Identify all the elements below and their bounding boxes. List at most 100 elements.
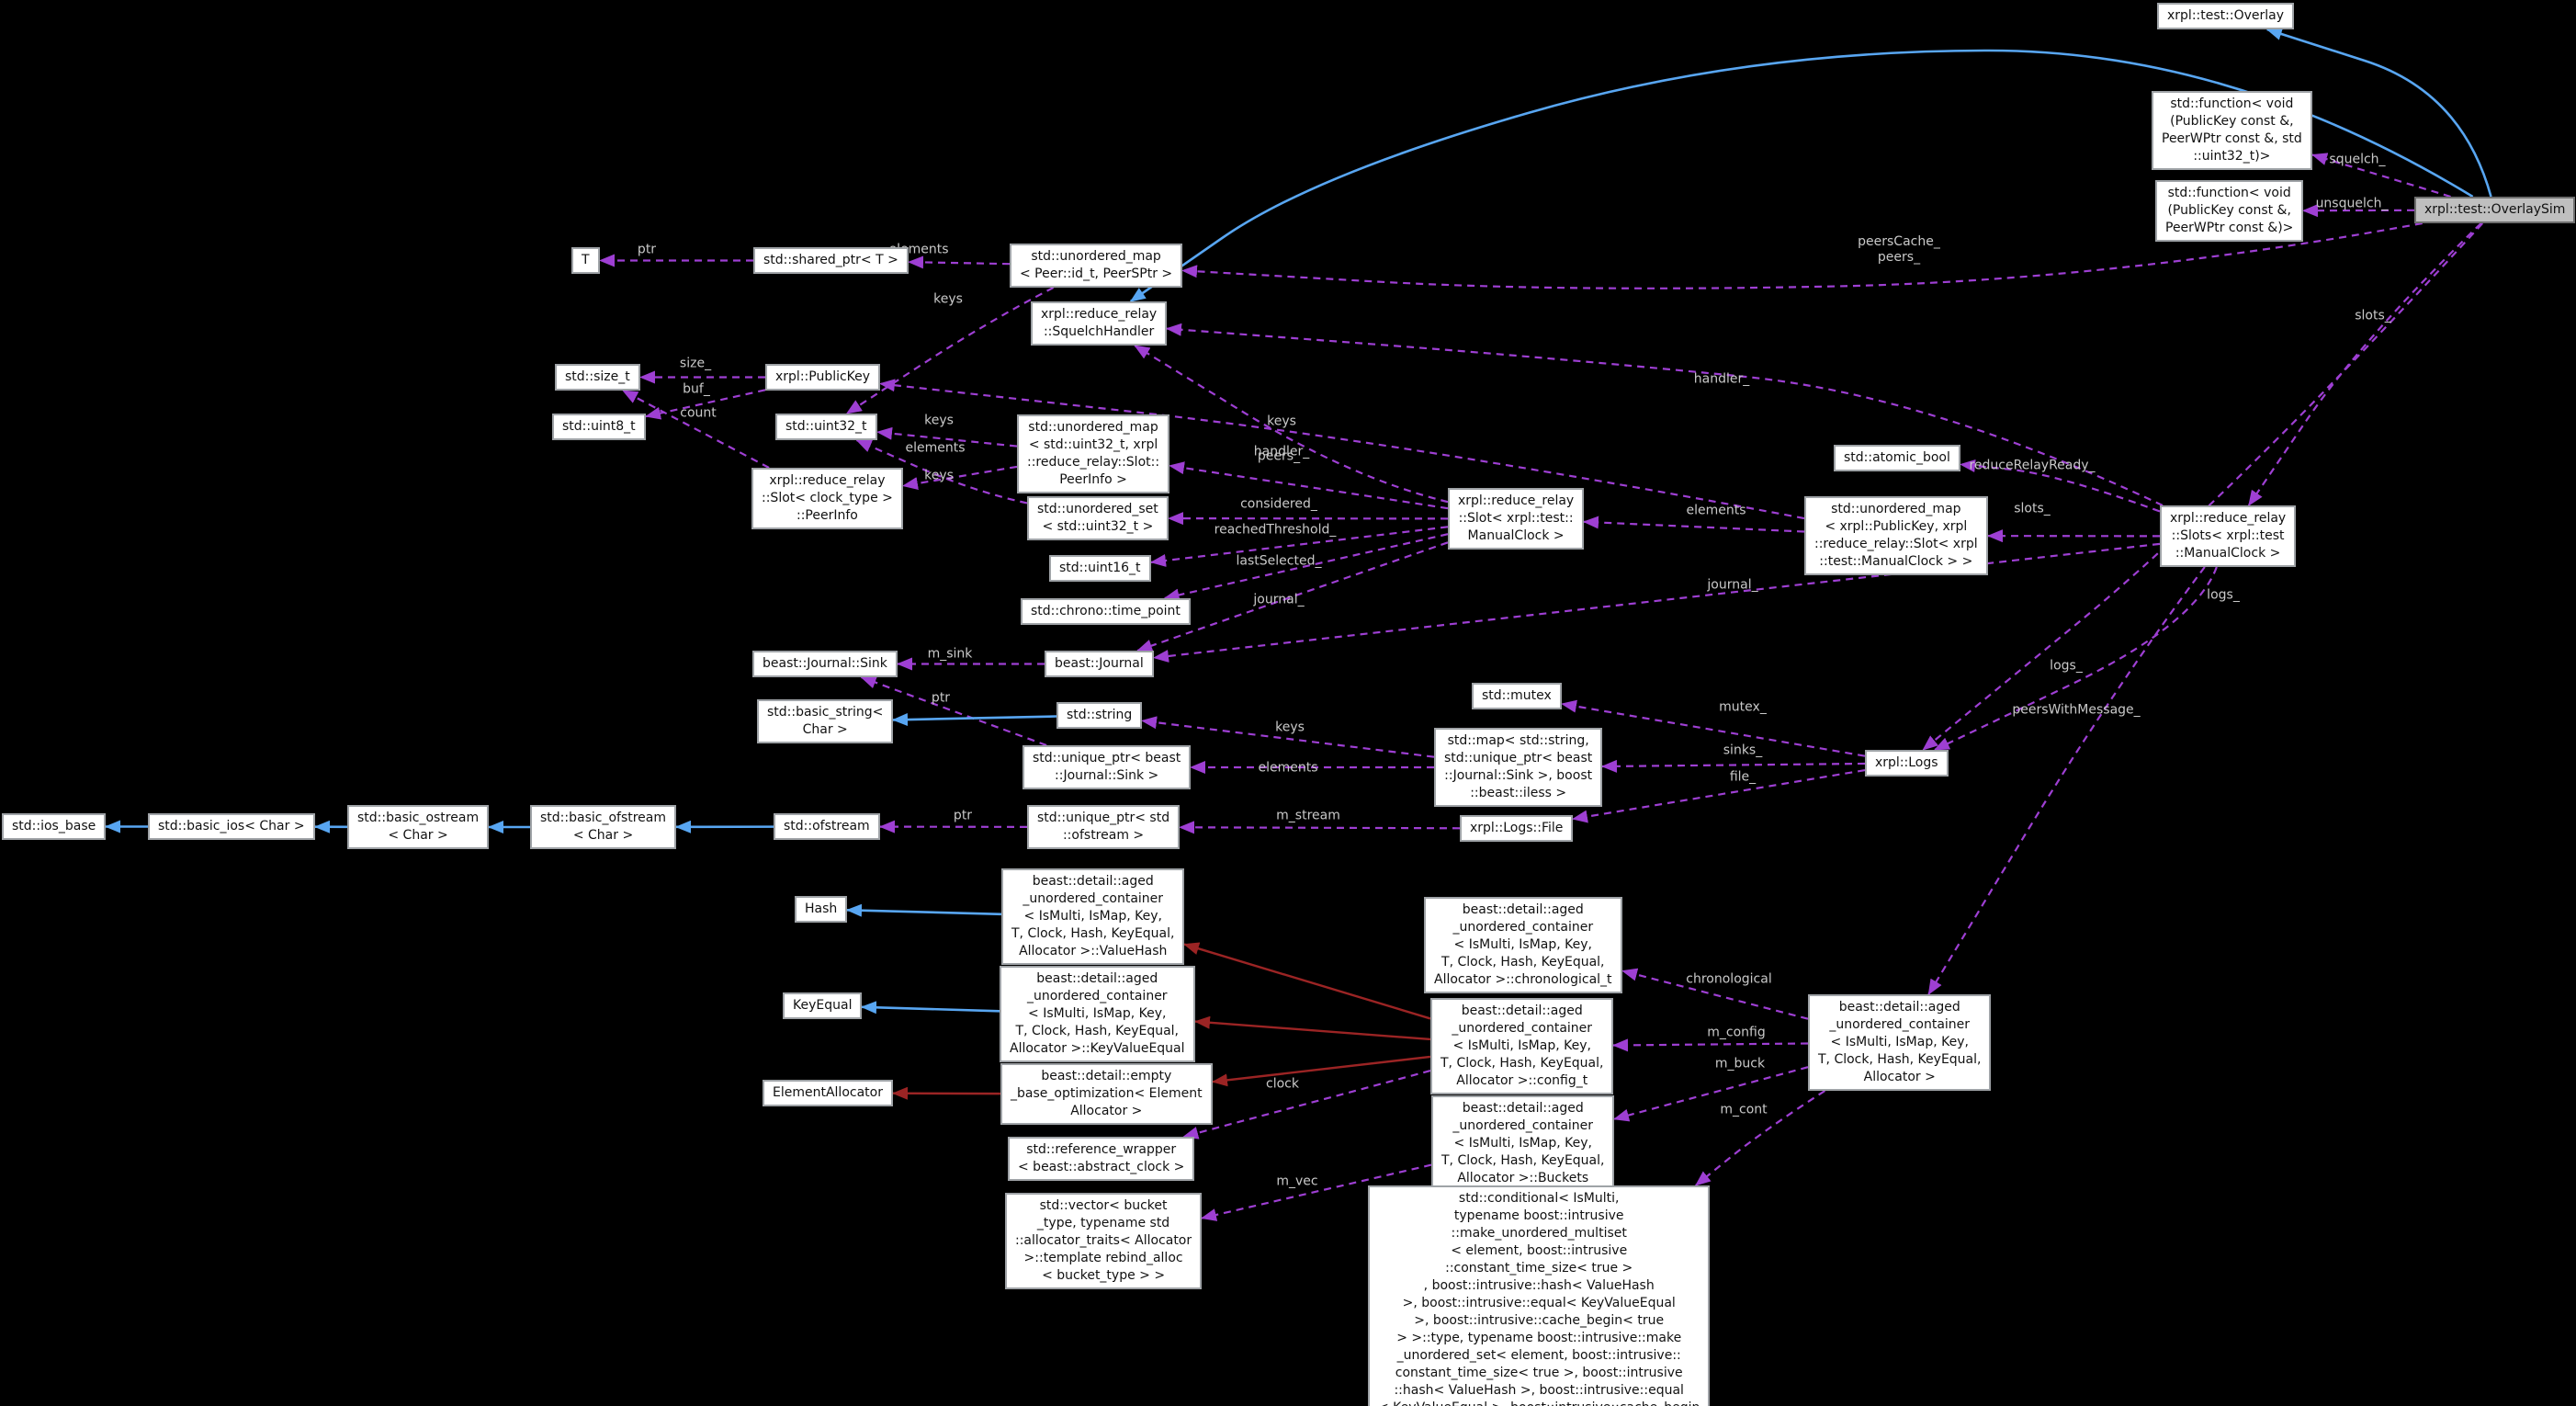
node-basic_ofstream[interactable]: std::basic_ofstream< Char >	[530, 805, 677, 849]
node-label-line: std::function< void	[2167, 186, 2291, 200]
edge-label-mconfig: m_config	[1707, 1025, 1766, 1040]
node-keyequal[interactable]: KeyEqual	[783, 992, 863, 1019]
node-ebo[interactable]: beast::detail::empty_base_optimization< …	[1000, 1063, 1213, 1125]
node-basic_ios[interactable]: std::basic_ios< Char >	[148, 813, 315, 840]
node-label-line: std::basic_string<	[767, 705, 884, 720]
node-uint32_t[interactable]: std::uint32_t	[775, 414, 877, 440]
node-aged[interactable]: beast::detail::aged_unordered_container<…	[1808, 994, 1992, 1091]
node-label-line: std::shared_ptr< T >	[763, 253, 898, 267]
node-shared_ptr[interactable]: std::shared_ptr< T >	[753, 247, 909, 274]
node-label-line: std::basic_ofstream	[540, 811, 667, 825]
node-sink[interactable]: beast::Journal::Sink	[752, 651, 898, 677]
edge-map_string_sink-string	[1141, 716, 1435, 758]
node-config[interactable]: beast::detail::aged_unordered_container<…	[1430, 998, 1614, 1094]
edge-slot_manual-journal	[1136, 541, 1449, 652]
node-label-line: ManualClock >	[1467, 528, 1565, 543]
edge-label-journal: journal_	[1253, 592, 1305, 607]
node-hash[interactable]: Hash	[795, 896, 848, 923]
node-logsfile[interactable]: xrpl::Logs::File	[1460, 815, 1574, 842]
edge-label-elements: elements	[1258, 760, 1318, 776]
edge-logs-logsfile	[1572, 769, 1866, 823]
node-label-line: std::reference_wrapper	[1026, 1142, 1177, 1157]
node-keyvalueequal[interactable]: beast::detail::aged_unordered_container<…	[1000, 966, 1195, 1062]
node-ios_base[interactable]: std::ios_base	[2, 813, 107, 840]
node-label-line: std::chrono::time_point	[1031, 604, 1181, 618]
node-label-line: _unordered_container	[1829, 1017, 1971, 1032]
node-label-line: Allocator >	[1863, 1070, 1936, 1084]
node-peerinfo[interactable]: xrpl::reduce_relay::Slot< clock_type >::…	[751, 468, 903, 529]
edge-label-keys: keys	[1267, 414, 1296, 429]
node-label-line: beast::detail::empty	[1041, 1069, 1172, 1083]
node-fn_squelch[interactable]: std::function< void(PublicKey const &,Pe…	[2152, 91, 2312, 170]
node-label-line: ::Journal::Sink >	[1055, 768, 1159, 783]
node-map_pk_slot[interactable]: std::unordered_map< xrpl::PublicKey, xrp…	[1804, 496, 1988, 575]
node-buckets[interactable]: beast::detail::aged_unordered_container<…	[1431, 1095, 1615, 1192]
edge-label-keys: keys	[924, 413, 954, 428]
edge-overlaysim-squelchhandler	[1129, 49, 2474, 303]
node-squelchhandler[interactable]: xrpl::reduce_relay::SquelchHandler	[1031, 301, 1168, 346]
node-map_string_sink[interactable]: std::map< std::string,std::unique_ptr< b…	[1434, 728, 1603, 807]
edge-label-mbuck: m_buck	[1714, 1056, 1766, 1072]
node-logs[interactable]: xrpl::Logs	[1865, 750, 1949, 777]
node-map_peer[interactable]: std::unordered_map< Peer::id_t, PeerSPtr…	[1010, 244, 1183, 288]
node-label-line: beast::detail::aged	[1461, 1003, 1583, 1018]
node-journal[interactable]: beast::Journal	[1045, 651, 1154, 677]
node-overlay[interactable]: xrpl::test::Overlay	[2157, 3, 2294, 29]
node-overlaysim[interactable]: xrpl::test::OverlaySim	[2414, 197, 2576, 223]
edge-overlaysim-fn_squelch	[2311, 153, 2451, 198]
node-size_t[interactable]: std::size_t	[555, 364, 640, 391]
edge-string-basic_string	[892, 713, 1057, 727]
node-label-line: ::reduce_relay::Slot::	[1027, 455, 1160, 470]
edge-label-elements: elements	[1686, 503, 1746, 518]
node-uint16_t[interactable]: std::uint16_t	[1049, 555, 1151, 582]
node-basic_ostream[interactable]: std::basic_ostream< Char >	[347, 805, 490, 849]
node-uptr_sink[interactable]: std::unique_ptr< beast::Journal::Sink >	[1022, 745, 1192, 789]
node-label-line: ::ofstream >	[1062, 828, 1145, 843]
node-atomic_bool[interactable]: std::atomic_bool	[1834, 445, 1960, 471]
edge-config-ebo	[1212, 1055, 1431, 1087]
edge-slot_manual-timepoint	[1163, 533, 1449, 602]
node-label-line: < IsMulti, IsMap, Key,	[1023, 909, 1162, 924]
node-label-line: > >::type, typename boost::intrusive::ma…	[1396, 1331, 1682, 1345]
node-refwrap[interactable]: std::reference_wrapper< beast::abstract_…	[1008, 1137, 1195, 1181]
edge-label-elements: elements	[905, 440, 966, 456]
node-slot_manual[interactable]: xrpl::reduce_relay::Slot< xrpl::test::Ma…	[1448, 488, 1585, 550]
node-elementallocator[interactable]: ElementAllocator	[763, 1080, 893, 1106]
node-label-line: Allocator >::Buckets	[1457, 1171, 1589, 1185]
node-string[interactable]: std::string	[1056, 702, 1143, 729]
node-valuehash[interactable]: beast::detail::aged_unordered_container<…	[1001, 868, 1185, 965]
node-fn_unsquelch[interactable]: std::function< void(PublicKey const &,Pe…	[2155, 180, 2304, 242]
node-ofstream[interactable]: std::ofstream	[774, 813, 880, 840]
node-label-line: ::Slot< xrpl::test::	[1458, 511, 1574, 526]
node-label-line: T, Clock, Hash, KeyEqual,	[1441, 1056, 1604, 1071]
node-slots[interactable]: xrpl::reduce_relay::Slots< xrpl::test::M…	[2160, 505, 2297, 567]
node-uset_uint32[interactable]: std::unordered_set< std::uint32_t >	[1027, 496, 1169, 540]
node-label-line: std::unordered_map	[1831, 502, 1961, 516]
node-label-line: Allocator >::chronological_t	[1434, 972, 1612, 987]
node-chronological[interactable]: beast::detail::aged_unordered_container<…	[1424, 897, 1622, 993]
node-label-line: xrpl::reduce_relay	[2170, 511, 2287, 526]
node-label-line: T, Clock, Hash, KeyEqual,	[1441, 1153, 1605, 1168]
node-t[interactable]: T	[571, 247, 600, 274]
node-label-line: std::uint8_t	[562, 419, 636, 434]
node-vector[interactable]: std::vector< bucket_type, typename std::…	[1005, 1193, 1203, 1289]
node-uint8_t[interactable]: std::uint8_t	[552, 414, 646, 440]
edge-label-considered: considered_	[1240, 496, 1317, 512]
node-label-line: (PublicKey const &,	[2170, 114, 2294, 129]
node-mutex[interactable]: std::mutex	[1472, 683, 1562, 709]
node-label-line: ::beast::iless >	[1470, 786, 1567, 800]
node-publickey[interactable]: xrpl::PublicKey	[765, 364, 881, 391]
node-label-line: std::ofstream	[784, 819, 870, 833]
node-basic_string[interactable]: std::basic_string<Char >	[757, 699, 894, 743]
node-conditional[interactable]: std::conditional< IsMulti,typename boost…	[1368, 1185, 1711, 1406]
node-label-line: beast::detail::aged	[1462, 1101, 1584, 1116]
node-label-line: >::template rebind_alloc	[1023, 1251, 1183, 1265]
node-uptr_ofstream[interactable]: std::unique_ptr< std::ofstream >	[1027, 805, 1181, 849]
node-timepoint[interactable]: std::chrono::time_point	[1021, 598, 1191, 625]
edge-slots-logs	[1933, 566, 2218, 751]
node-label-line: ::make_unordered_multiset	[1451, 1226, 1627, 1241]
edge-slot_manual-squelchhandler	[1134, 345, 1449, 504]
node-map_uint_peerinfo[interactable]: std::unordered_map< std::uint32_t, xrpl:…	[1017, 414, 1170, 493]
edge-buckets-vector	[1201, 1163, 1432, 1221]
